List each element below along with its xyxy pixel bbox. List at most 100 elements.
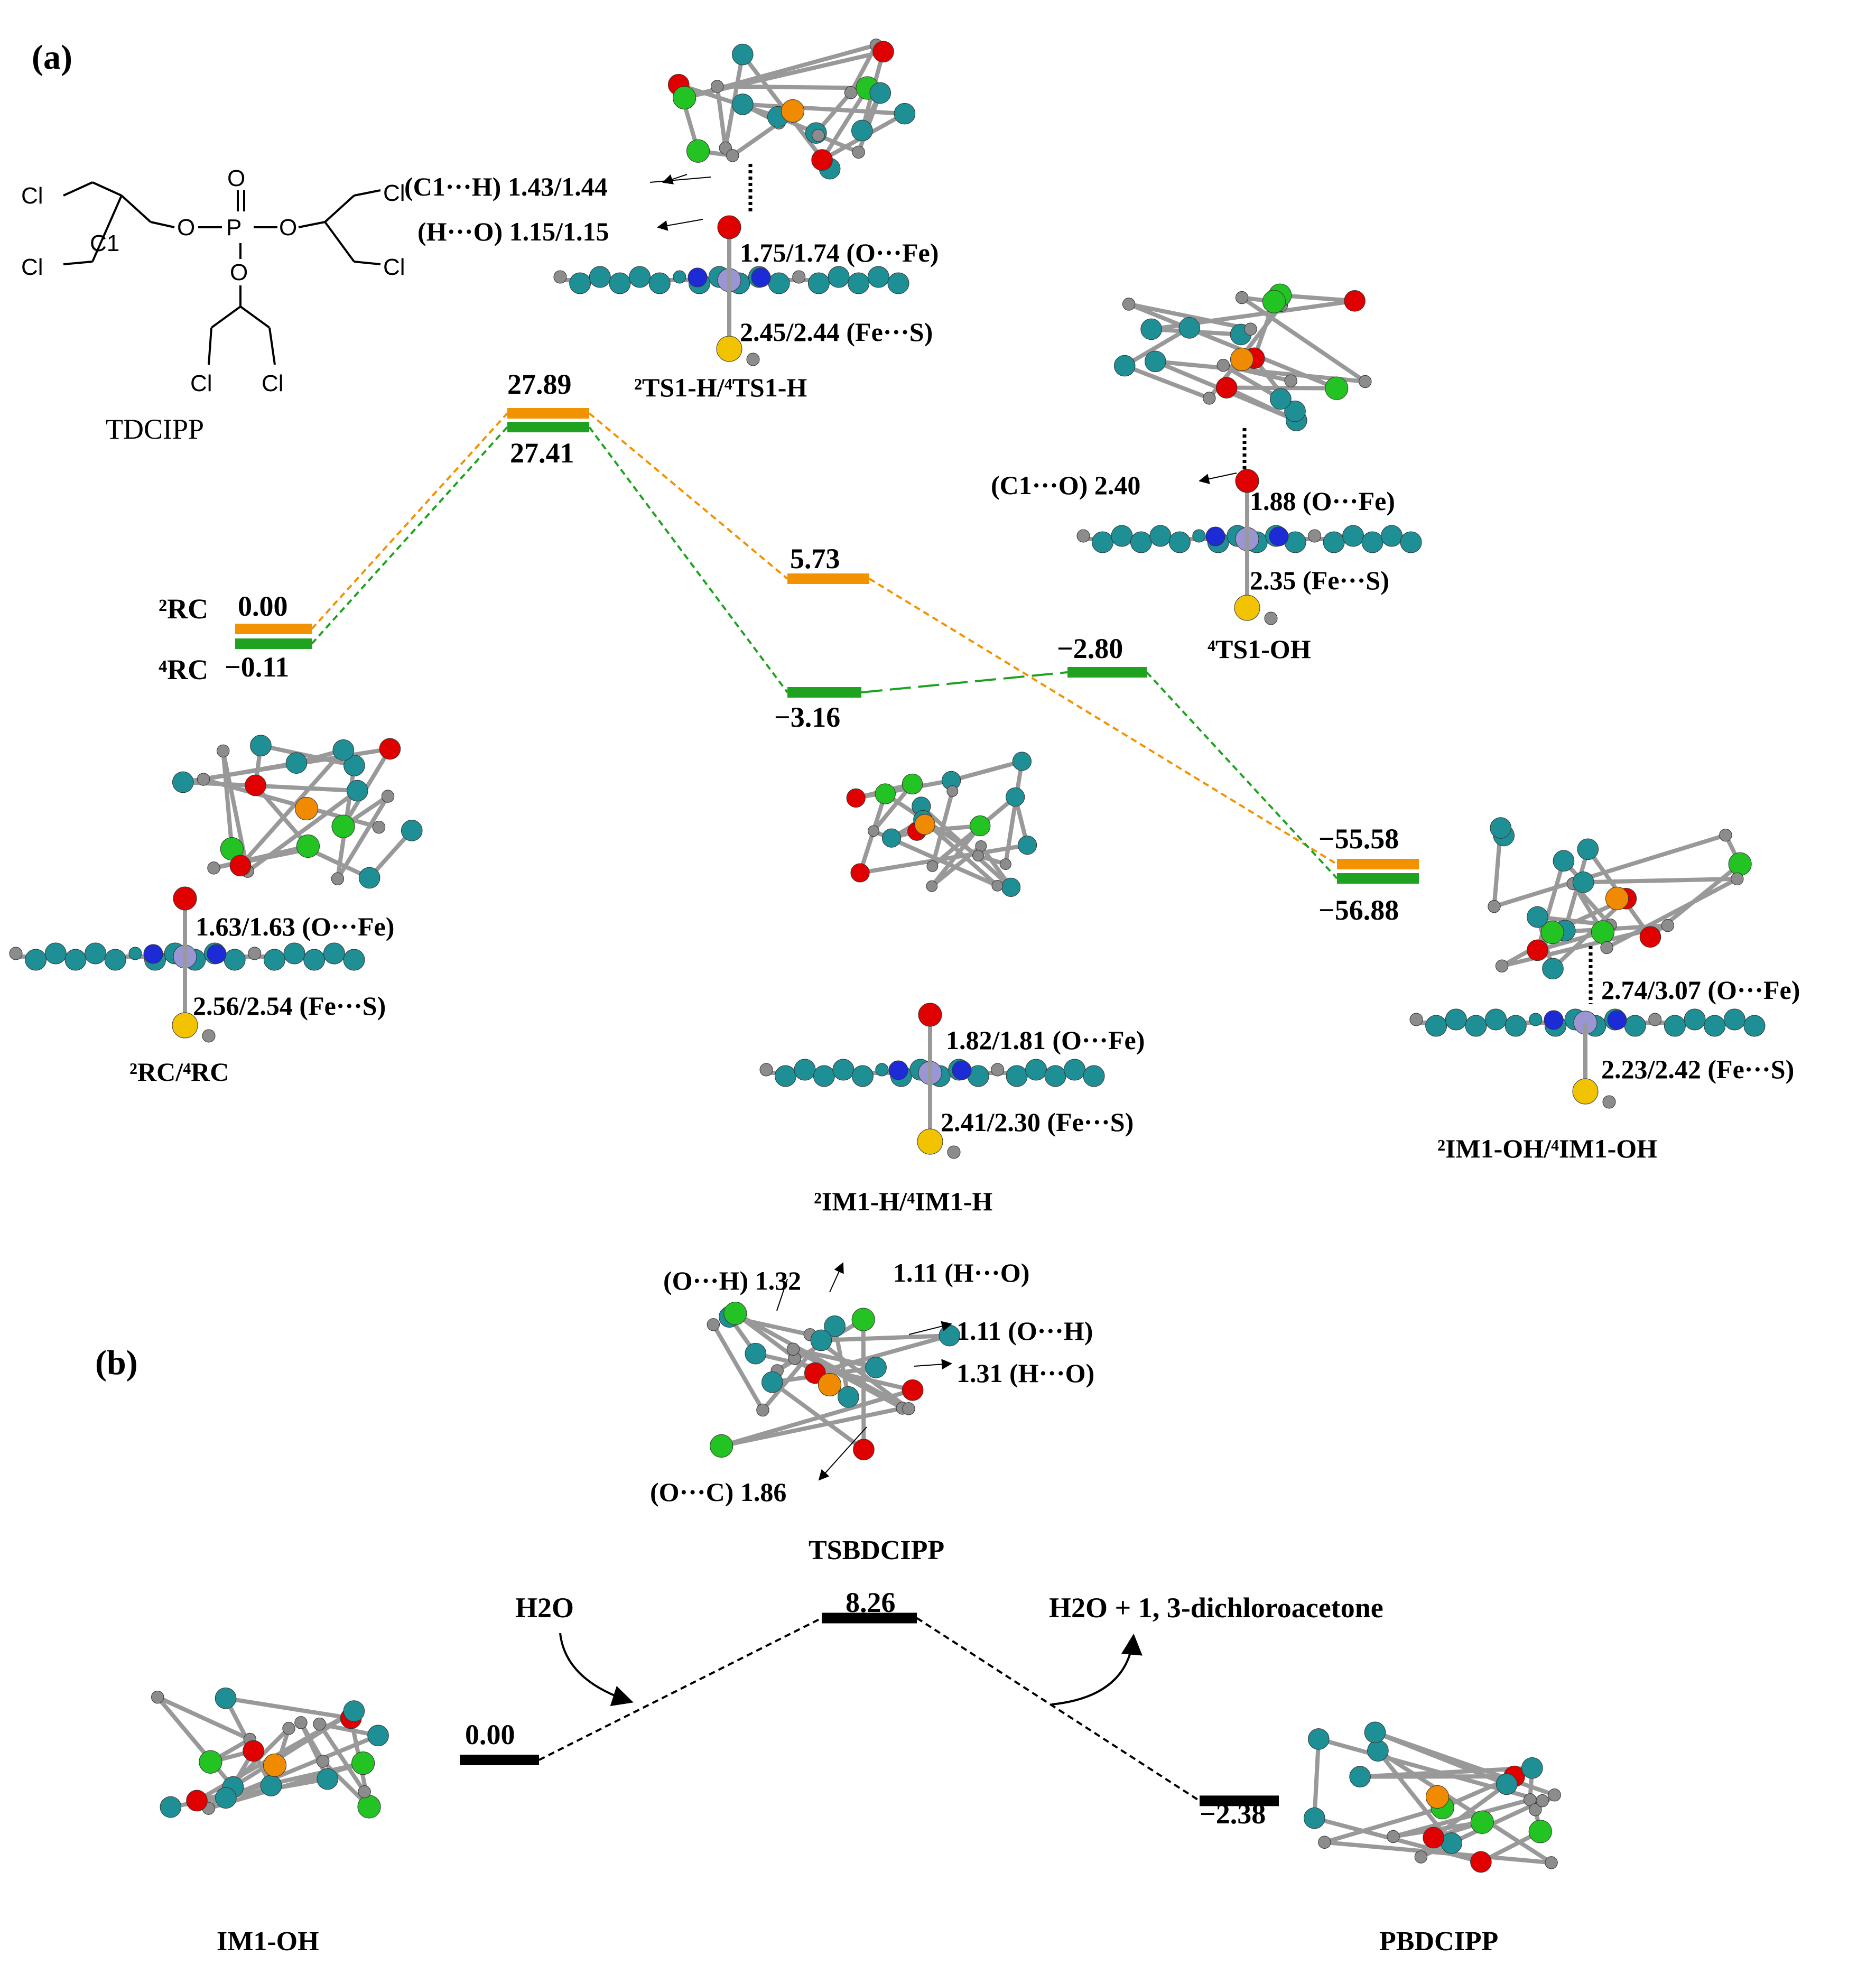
bond [183,780,358,793]
atom [1485,1008,1507,1031]
atom [1387,1830,1400,1843]
atom [807,272,830,294]
bond [156,1695,235,1788]
atom [1091,531,1113,553]
atom [343,1700,365,1722]
atom-s [917,1128,943,1155]
atom [894,103,916,125]
atom [199,1750,222,1774]
atom [296,834,320,858]
bond [1324,1805,1443,1845]
atom [1025,1059,1047,1081]
atom-n [207,944,227,964]
atom [401,820,423,841]
atom [1441,1832,1463,1854]
atom [85,942,107,965]
atom [1006,787,1025,807]
panel-b-connectors [538,1617,1201,1802]
atom [245,774,266,796]
bond [213,844,309,870]
atom-o [173,886,197,911]
atom [1367,1740,1389,1762]
atom [243,1740,264,1762]
atom [1540,921,1564,944]
atom [745,1342,767,1365]
connector-ts1h4-im1h4 [588,426,788,693]
atom-p [1605,886,1629,911]
bond [299,1721,325,1763]
atom [832,1059,855,1081]
atom [316,1755,330,1768]
atom [686,139,710,163]
bond [336,795,390,880]
atom [1529,1013,1543,1026]
reactant-water: H2O [515,1592,574,1624]
atom [792,270,806,284]
species-label-ts1h: ²TS1-H/⁴TS1-H [634,373,807,402]
atom [759,1063,773,1077]
atom [589,266,611,288]
atom [224,949,246,971]
atom [850,863,870,883]
annotation-rc-fes: 2.56/2.54 (Fe···S) [193,991,386,1021]
bond [721,1388,914,1448]
atom [851,1308,875,1331]
panel-label-a: (a) [32,38,72,77]
atom [303,949,326,971]
atom [1488,900,1501,913]
atom-label: Cl [190,370,212,396]
atom [1527,906,1548,928]
atom [1178,317,1201,339]
atom [852,145,865,159]
atom [1262,290,1286,313]
atom [851,1065,874,1087]
bond [755,1351,913,1393]
atom [1244,322,1257,336]
atom [872,41,894,63]
atom [991,1063,1005,1077]
atom [946,785,959,797]
atom [902,1402,915,1415]
atom [215,1687,237,1709]
atom [1577,838,1599,860]
atom [902,1379,924,1401]
atom [853,1439,875,1460]
annotation-oh-132: (O···H) 1.32 [663,1266,801,1295]
atom [331,872,345,885]
atom [1545,1856,1558,1869]
annotation-ts1h-ofe: 1.75/1.74 (O···Fe) [740,238,939,267]
panel-a-levels [235,408,1419,884]
bond [260,743,355,768]
atom [317,1768,339,1790]
atom [609,272,631,294]
annotation-im1h-ofe: 1.82/1.81 (O···Fe) [946,1025,1145,1055]
atom [1639,926,1661,948]
atom [865,1357,887,1378]
atom [1318,1836,1331,1849]
atom [1661,919,1675,932]
atom [1307,1728,1330,1750]
atom [1409,1013,1423,1026]
bond [921,818,999,887]
atom [1149,525,1172,547]
atom-h [202,1029,216,1043]
atom [1270,388,1292,410]
atom [1344,290,1366,312]
atom [710,80,724,93]
atom [875,783,896,804]
atom [794,1059,816,1081]
bond [1128,302,1251,331]
atom [160,1796,182,1818]
bond [203,761,297,782]
atom [263,949,285,971]
atom-label: Cl [262,370,284,396]
atom [1536,1794,1549,1808]
atom [1728,852,1752,876]
atom [358,1785,371,1799]
bond [821,1333,950,1342]
atom [999,858,1011,870]
atom [1504,1015,1527,1037]
bond [1493,833,1726,909]
level-value-ts1h2: 27.89 [507,368,572,400]
atom [1743,1015,1766,1037]
